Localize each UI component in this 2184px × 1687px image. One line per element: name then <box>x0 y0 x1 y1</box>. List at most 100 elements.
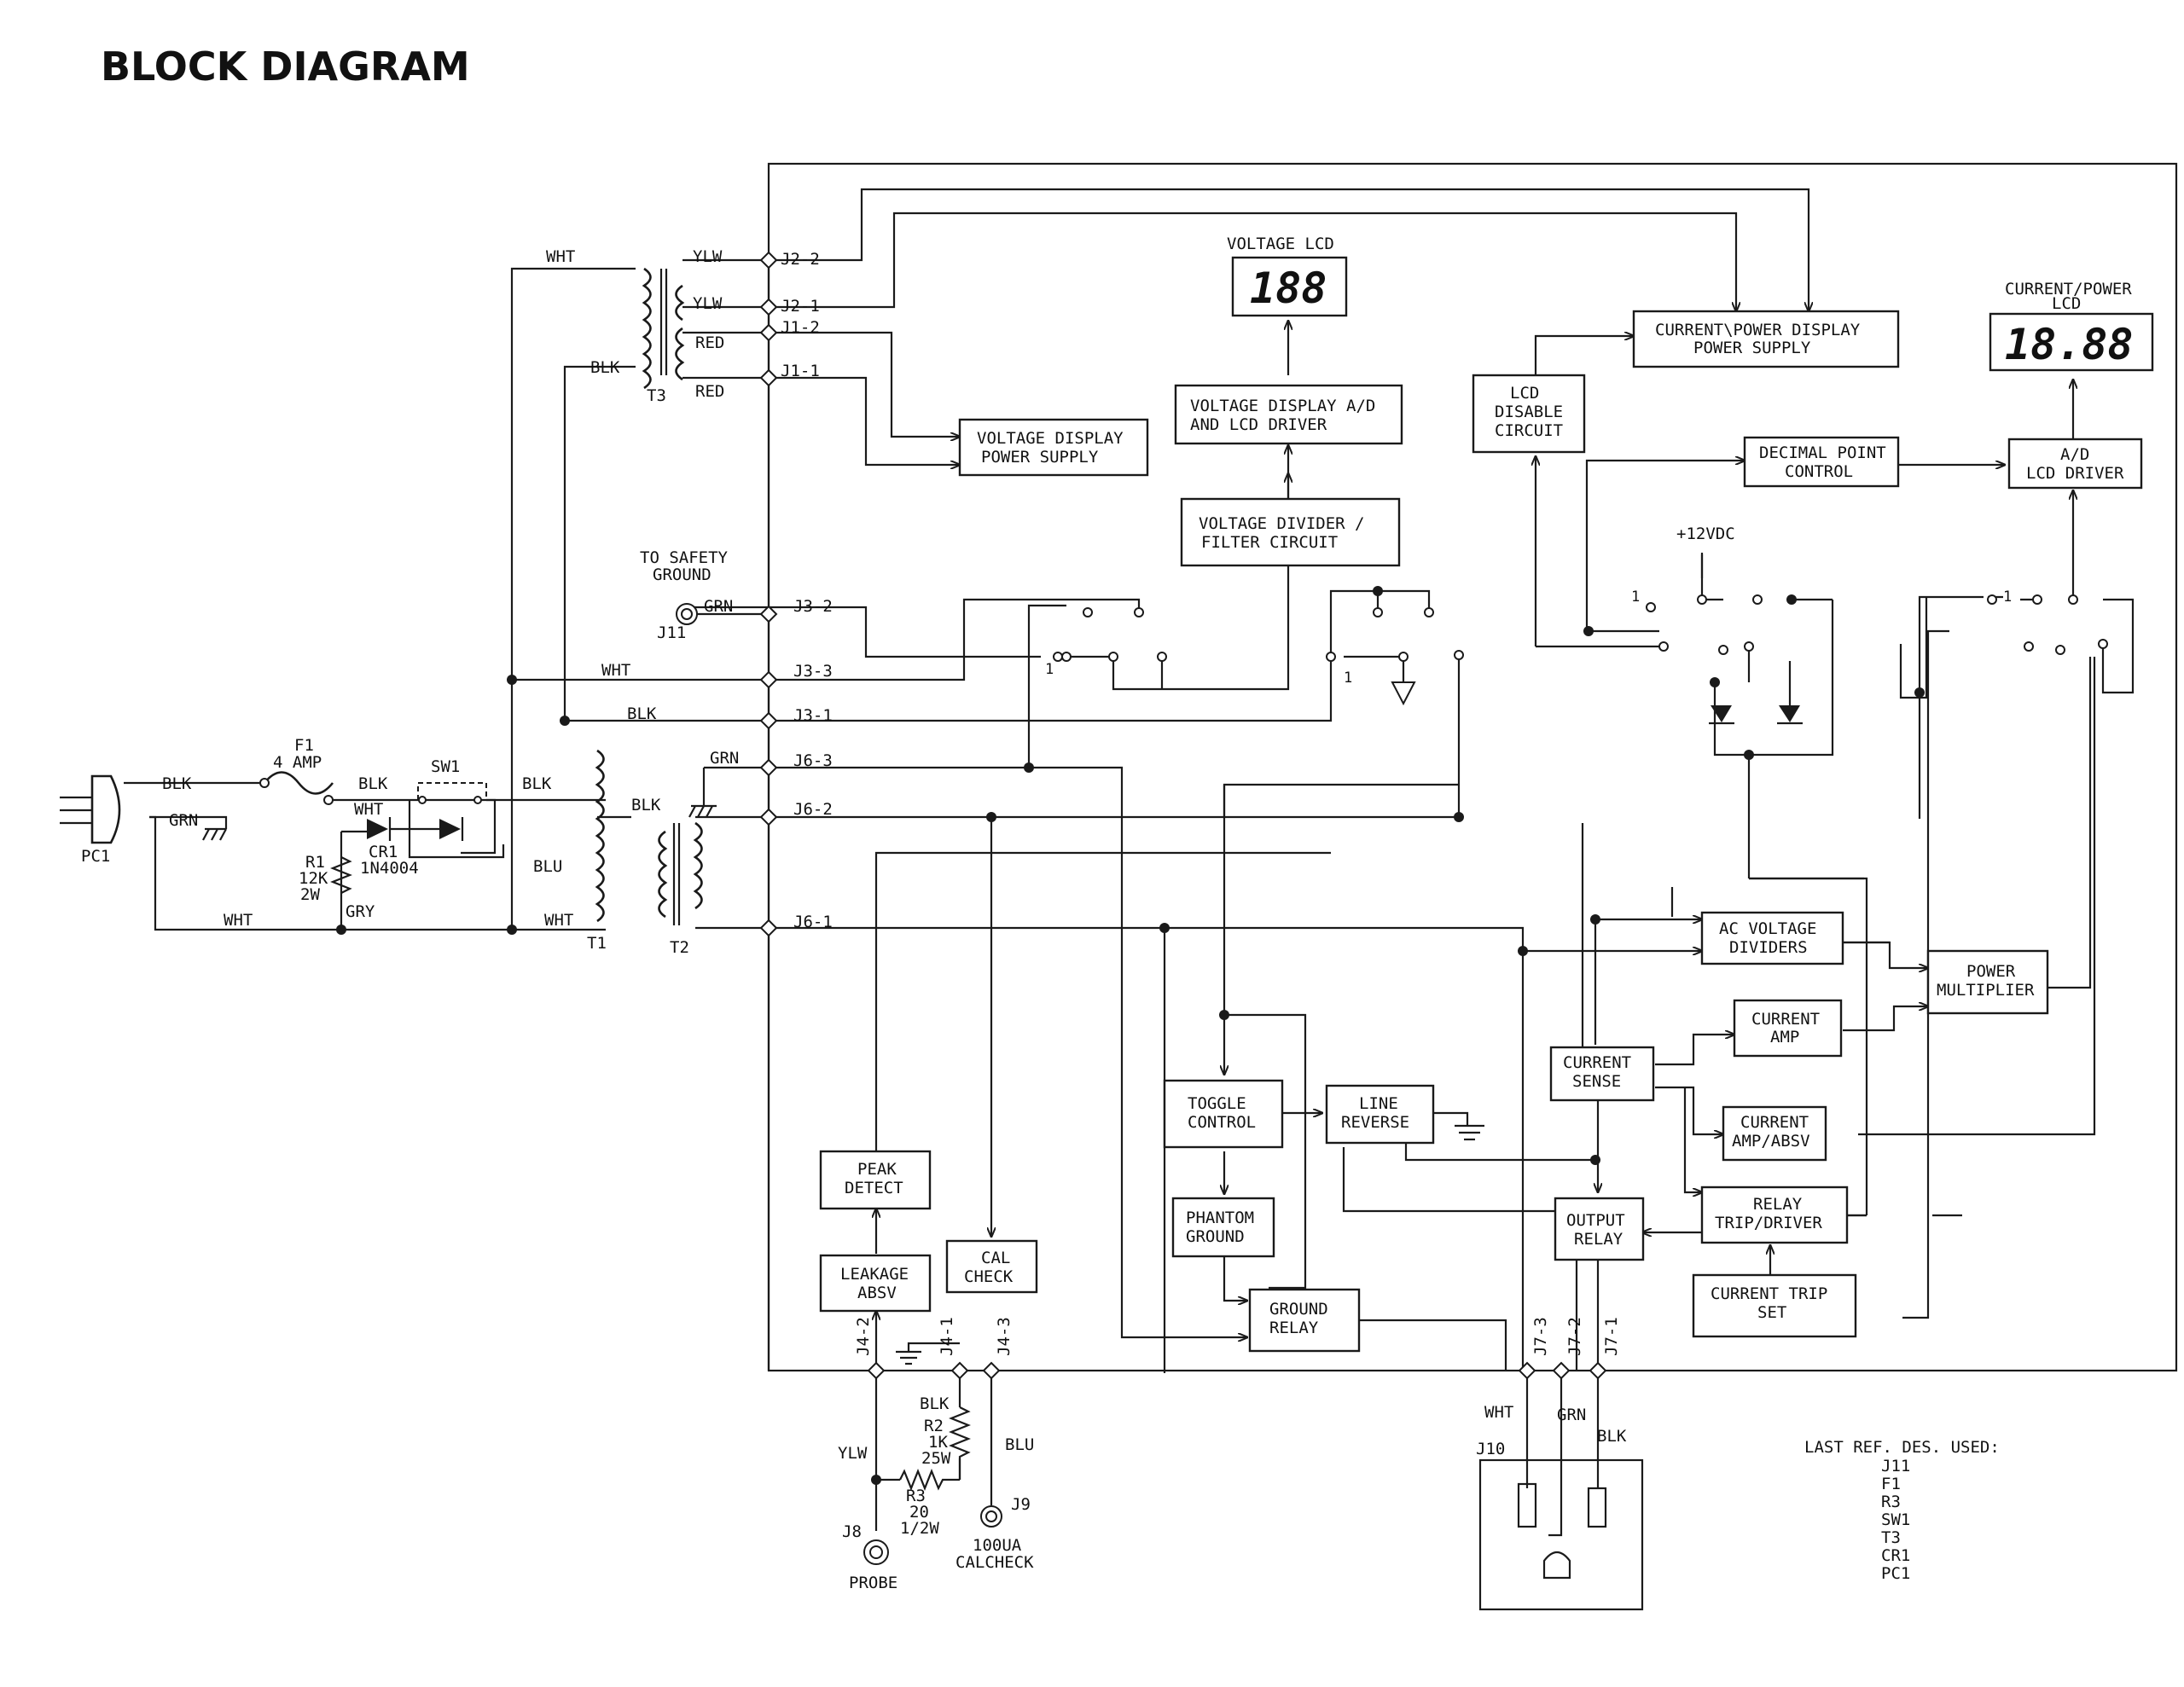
svg-text:TRIP/DRIVER: TRIP/DRIVER <box>1715 1214 1822 1232</box>
svg-text:GRN: GRN <box>704 597 733 616</box>
svg-text:SW1: SW1 <box>1881 1510 1910 1529</box>
svg-text:BLK: BLK <box>627 704 657 723</box>
svg-text:ABSV: ABSV <box>857 1284 897 1302</box>
plug-pc1 <box>60 774 121 844</box>
voltage-lcd: VOLTAGE LCD 188 <box>1227 235 1348 317</box>
svg-text:J1-1: J1-1 <box>781 362 820 380</box>
svg-text:100UA: 100UA <box>973 1536 1022 1555</box>
block-phantom-ground: PHANTOM GROUND <box>1171 1197 1275 1258</box>
diode-right <box>1779 705 1800 722</box>
svg-text:GROUND: GROUND <box>1269 1300 1328 1319</box>
svg-text:LCD: LCD <box>1510 384 1539 403</box>
svg-text:1: 1 <box>1344 670 1352 687</box>
svg-text:J2-1: J2-1 <box>781 297 820 316</box>
svg-text:J3-1: J3-1 <box>793 706 833 725</box>
svg-text:GRY: GRY <box>346 902 375 921</box>
svg-text:OUTPUT: OUTPUT <box>1566 1211 1625 1230</box>
svg-text:CURRENT: CURRENT <box>1751 1010 1820 1029</box>
svg-text:VOLTAGE LCD: VOLTAGE LCD <box>1227 235 1334 253</box>
svg-text:AC VOLTAGE: AC VOLTAGE <box>1719 919 1816 938</box>
block-voltage-display-power-supply: VOLTAGE DISPLAY POWER SUPPLY <box>958 418 1149 477</box>
block-leakage-absv: LEAKAGE ABSV <box>819 1254 932 1313</box>
connector-labels: J2-2 J2-1 J1-2 J1-1 J3-2 J3-3 J3-1 J6-3 … <box>781 250 1621 1356</box>
svg-text:AMP: AMP <box>1770 1028 1799 1046</box>
svg-text:SET: SET <box>1757 1303 1786 1322</box>
svg-text:PHANTOM: PHANTOM <box>1186 1209 1254 1227</box>
svg-text:AMP/ABSV: AMP/ABSV <box>1732 1132 1810 1151</box>
svg-text:LAST REF. DES. USED:: LAST REF. DES. USED: <box>1804 1438 2000 1457</box>
svg-text:CAL: CAL <box>981 1249 1010 1267</box>
svg-text:R1: R1 <box>305 853 325 872</box>
svg-text:1K: 1K <box>928 1433 948 1452</box>
ground-symbol <box>202 804 1484 1365</box>
outlet-j10 <box>1478 1458 1644 1611</box>
svg-text:BLU: BLU <box>533 857 562 876</box>
svg-text:POWER SUPPLY: POWER SUPPLY <box>981 448 1099 467</box>
svg-text:T2: T2 <box>670 938 689 957</box>
svg-text:GROUND: GROUND <box>653 565 712 584</box>
svg-text:TOGGLE: TOGGLE <box>1188 1094 1246 1113</box>
svg-text:CURRENT: CURRENT <box>1740 1113 1809 1132</box>
svg-text:CALCHECK: CALCHECK <box>956 1553 1034 1572</box>
svg-text:AND LCD DRIVER: AND LCD DRIVER <box>1190 415 1327 434</box>
current-power-lcd: CURRENT/POWER LCD 18.88 <box>1989 280 2154 372</box>
svg-text:BLK: BLK <box>631 796 661 815</box>
svg-text:J6-2: J6-2 <box>793 800 833 819</box>
svg-text:188: 188 <box>1250 264 1327 313</box>
svg-text:POWER SUPPLY: POWER SUPPLY <box>1693 339 1811 357</box>
svg-text:BLU: BLU <box>1005 1435 1034 1454</box>
svg-text:J6-3: J6-3 <box>793 751 833 770</box>
svg-text:20: 20 <box>909 1503 929 1522</box>
svg-text:J7-3: J7-3 <box>1531 1317 1550 1356</box>
svg-text:1/2W: 1/2W <box>900 1519 939 1538</box>
svg-text:25W: 25W <box>921 1449 951 1468</box>
svg-text:1: 1 <box>2003 588 2012 606</box>
svg-text:RED: RED <box>695 333 724 352</box>
svg-text:BLK: BLK <box>162 774 192 793</box>
svg-text:POWER: POWER <box>1966 962 2016 981</box>
block-toggle-control: TOGGLE CONTROL <box>1163 1079 1284 1149</box>
svg-text:R2: R2 <box>924 1417 944 1435</box>
svg-text:YLW: YLW <box>693 247 723 266</box>
svg-text:CR1: CR1 <box>369 843 398 861</box>
svg-text:WHT: WHT <box>1484 1403 1513 1422</box>
block-decimal-point-control: DECIMAL POINT CONTROL <box>1743 436 1900 488</box>
block-current-trip-set: CURRENT TRIP SET <box>1692 1273 1857 1338</box>
svg-text:R3: R3 <box>906 1487 926 1505</box>
svg-text:WHT: WHT <box>354 800 383 819</box>
svg-text:VOLTAGE DISPLAY: VOLTAGE DISPLAY <box>977 429 1124 448</box>
svg-text:J11: J11 <box>657 623 686 642</box>
svg-text:2W: 2W <box>300 885 320 904</box>
diode-left <box>1711 705 1732 722</box>
resistor-r2 <box>949 1406 971 1480</box>
svg-text:GRN: GRN <box>1557 1406 1586 1424</box>
svg-text:LEAKAGE: LEAKAGE <box>840 1265 909 1284</box>
svg-text:YLW: YLW <box>838 1444 868 1463</box>
svg-text:SW1: SW1 <box>431 757 460 776</box>
svg-text:BLK: BLK <box>358 774 388 793</box>
block-lcd-disable: LCD DISABLE CIRCUIT <box>1472 374 1586 454</box>
svg-text:GROUND: GROUND <box>1186 1227 1245 1246</box>
svg-text:4 AMP: 4 AMP <box>273 753 322 772</box>
block-current-amp-absv: CURRENT AMP/ABSV <box>1722 1105 1827 1162</box>
svg-text:PROBE: PROBE <box>849 1574 897 1592</box>
svg-text:R3: R3 <box>1881 1493 1901 1511</box>
svg-text:RELAY: RELAY <box>1574 1230 1623 1249</box>
svg-text:18.88: 18.88 <box>2005 320 2134 369</box>
svg-text:CONTROL: CONTROL <box>1785 462 1853 481</box>
svg-text:J7-1: J7-1 <box>1602 1317 1621 1356</box>
svg-text:RELAY: RELAY <box>1753 1195 1803 1214</box>
svg-text:CURRENT/POWER: CURRENT/POWER <box>2005 280 2132 299</box>
block-peak-detect: PEAK DETECT <box>819 1150 932 1210</box>
svg-text:PC1: PC1 <box>81 847 110 866</box>
fuse-f1 <box>263 771 334 795</box>
svg-text:J4-2: J4-2 <box>854 1317 873 1356</box>
svg-text:DECIMAL POINT: DECIMAL POINT <box>1759 443 1886 462</box>
transformer-t1 <box>595 749 703 925</box>
transformer-t3 <box>642 267 685 390</box>
svg-text:DISABLE: DISABLE <box>1495 403 1563 421</box>
svg-text:CURRENT\POWER DISPLAY: CURRENT\POWER DISPLAY <box>1655 321 1861 339</box>
block-line-reverse: LINE REVERSE <box>1325 1084 1435 1145</box>
svg-text:WHT: WHT <box>546 247 575 266</box>
part-labels: T3 T1 T2 PC1 SW1 F1 4 AMP R1 12K 2W CR1 … <box>81 386 2012 1592</box>
